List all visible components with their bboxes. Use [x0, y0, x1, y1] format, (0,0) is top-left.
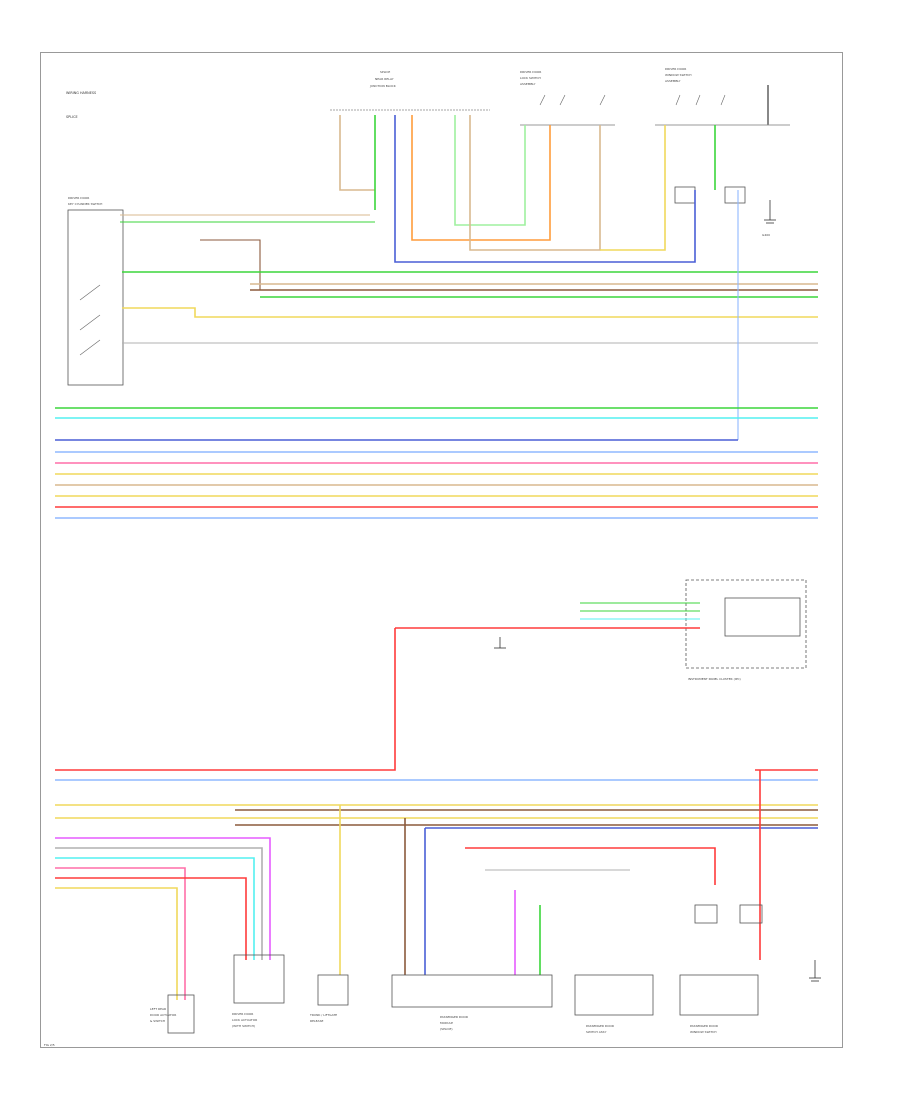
bottom-components	[167, 904, 821, 1034]
svg-text:DOOR ACTUATOR: DOOR ACTUATOR	[150, 1013, 176, 1017]
svg-text:DRIVER DOOR: DRIVER DOOR	[68, 196, 89, 200]
legend-item-harness: WIRING HARNESS	[66, 91, 96, 95]
top-connector-label-3: JUNCTION BLOCK	[369, 84, 397, 88]
upper-vertical-wires	[120, 115, 716, 290]
page-ref: FIG 2/5	[44, 1043, 55, 1047]
svg-text:& SWITCH: & SWITCH	[150, 1019, 165, 1023]
svg-text:INSTRUMENT PANEL CLUSTER (IPC): INSTRUMENT PANEL CLUSTER (IPC)	[688, 677, 741, 681]
svg-text:WINDOW SWITCH: WINDOW SWITCH	[690, 1030, 716, 1034]
svg-text:DRIVER DOOR: DRIVER DOOR	[520, 70, 541, 74]
lower-harness-bus	[55, 628, 818, 829]
bottom-labels: LEFT REAR DOOR ACTUATOR & SWITCH DRIVER …	[44, 1007, 718, 1047]
svg-text:ASSEMBLY: ASSEMBLY	[665, 79, 681, 83]
lower-left-branches	[55, 770, 761, 1000]
svg-text:(WITH SWITCH): (WITH SWITCH)	[232, 1024, 255, 1028]
svg-text:SWITCH ASSY: SWITCH ASSY	[586, 1030, 607, 1034]
svg-text:(SPLICE): (SPLICE)	[440, 1027, 453, 1031]
top-connector-label-2: NEAR RELAY	[375, 77, 394, 81]
legend-item-splice: SPLICE	[66, 115, 78, 119]
main-harness-bus	[55, 407, 818, 519]
svg-text:KEY CYLINDER SWITCH: KEY CYLINDER SWITCH	[68, 202, 102, 206]
svg-text:LOCK ACTUATOR: LOCK ACTUATOR	[232, 1018, 257, 1022]
svg-text:DRIVER DOOR: DRIVER DOOR	[232, 1012, 253, 1016]
top-connector-label-1: SPLICE	[380, 70, 390, 74]
svg-text:PASSENGER DOOR: PASSENGER DOOR	[690, 1024, 718, 1028]
svg-text:WINDOW SWITCH: WINDOW SWITCH	[665, 73, 691, 77]
top-connector-block: SPLICE NEAR RELAY JUNCTION BLOCK	[330, 70, 490, 111]
svg-text:LOCK SWITCH: LOCK SWITCH	[520, 76, 541, 80]
svg-text:PASSENGER DOOR: PASSENGER DOOR	[440, 1015, 468, 1019]
svg-text:RELEASE: RELEASE	[310, 1019, 324, 1023]
diagram-frame	[40, 52, 843, 1048]
upper-center-switch: DRIVER DOOR LOCK SWITCH ASSEMBLY	[520, 70, 615, 126]
upper-bus	[122, 190, 818, 440]
svg-text:LEFT REAR: LEFT REAR	[150, 1007, 166, 1011]
left-key-cylinder-module: DRIVER DOOR KEY CYLINDER SWITCH	[67, 196, 124, 386]
instrument-panel-cluster: INSTRUMENT PANEL CLUSTER (IPC)	[395, 579, 807, 681]
svg-text:ASSEMBLY: ASSEMBLY	[520, 82, 536, 86]
legend: WIRING HARNESS SPLICE	[66, 91, 96, 119]
svg-text:TRUNK / LIFTGATE: TRUNK / LIFTGATE	[309, 1013, 337, 1017]
svg-text:DRIVER DOOR: DRIVER DOOR	[665, 67, 686, 71]
svg-text:MODULE: MODULE	[440, 1021, 453, 1025]
upper-right-switch: DRIVER DOOR WINDOW SWITCH ASSEMBLY G400	[655, 67, 790, 237]
svg-text:PASSENGER DOOR: PASSENGER DOOR	[586, 1024, 614, 1028]
svg-text:G400: G400	[762, 233, 770, 237]
